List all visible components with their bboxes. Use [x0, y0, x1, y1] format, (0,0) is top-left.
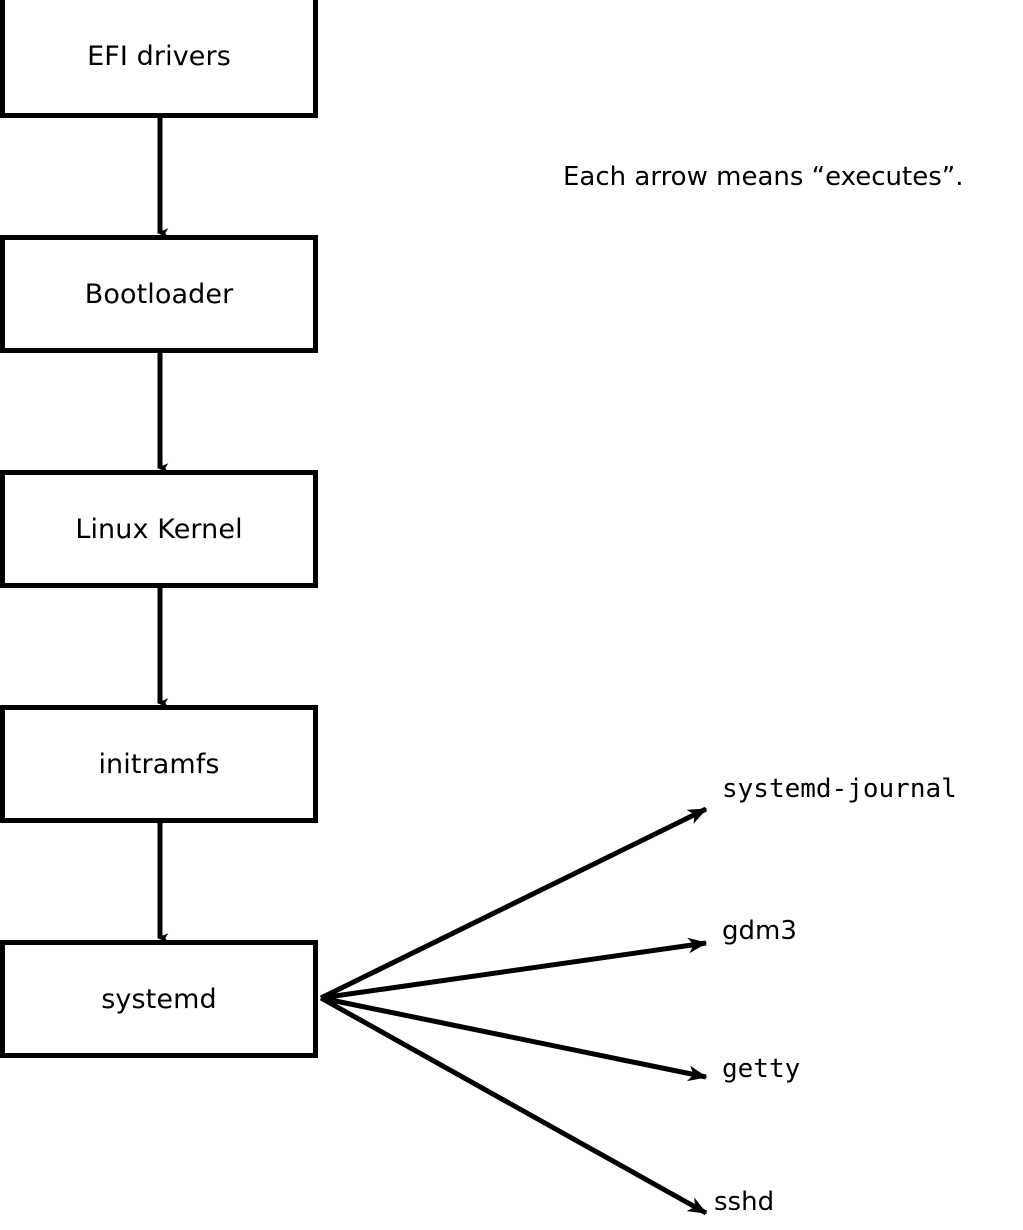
legend-caption: Each arrow means “executes”. — [563, 162, 964, 192]
node-label-bootloader: Bootloader — [84, 278, 234, 310]
arrow-systemd-to-getty — [320, 995, 708, 1082]
service-label-gdm3: gdm3 — [722, 916, 797, 946]
service-label-sshd: sshd — [714, 1187, 775, 1217]
node-box-initramfs: initramfs — [0, 705, 318, 823]
node-box-efi-drivers: EFI drivers — [0, 0, 318, 118]
service-arrow-group — [319, 806, 708, 1216]
node-label-systemd: systemd — [101, 983, 217, 1015]
arrow-systemd-to-gdm3 — [320, 937, 708, 1001]
service-label-systemd-journal: systemd-journal — [722, 774, 957, 804]
node-box-systemd: systemd — [0, 940, 318, 1058]
node-label-efi-drivers: EFI drivers — [87, 41, 231, 72]
node-box-bootloader: Bootloader — [0, 235, 318, 353]
node-label-initramfs: initramfs — [98, 748, 220, 780]
node-box-linux-kernel: Linux Kernel — [0, 470, 318, 588]
node-label-linux-kernel: Linux Kernel — [75, 513, 243, 545]
arrow-systemd-to-sshd — [319, 995, 708, 1216]
service-label-getty: getty — [722, 1054, 801, 1084]
arrow-systemd-to-systemd-journal — [319, 806, 708, 1001]
